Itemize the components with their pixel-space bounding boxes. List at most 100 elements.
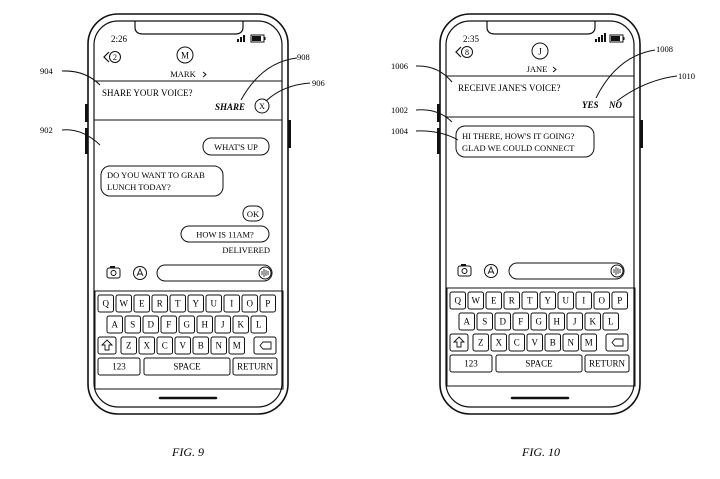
key-w[interactable]: W (115, 294, 132, 313)
key-z[interactable]: Z (120, 336, 137, 355)
key-l[interactable]: L (250, 315, 267, 334)
key-y[interactable]: Y (539, 291, 556, 310)
key-u[interactable]: U (205, 294, 222, 313)
key-r[interactable]: R (151, 294, 168, 313)
key-i[interactable]: I (223, 294, 240, 313)
shift-key[interactable] (97, 336, 117, 355)
key-a[interactable]: A (106, 315, 123, 334)
contact-name[interactable]: MARK (170, 69, 196, 79)
shift-key[interactable] (449, 333, 469, 352)
key-h[interactable]: H (196, 315, 213, 334)
space-key[interactable]: SPACE (495, 354, 583, 373)
numbers-key[interactable]: 123 (97, 357, 141, 376)
key-m[interactable]: M (580, 333, 597, 352)
key-r[interactable]: R (503, 291, 520, 310)
key-c[interactable]: C (508, 333, 525, 352)
key-s[interactable]: S (476, 312, 493, 331)
key-u[interactable]: U (557, 291, 574, 310)
key-label: P (617, 296, 622, 306)
key-label: P (265, 299, 270, 309)
key-i[interactable]: I (575, 291, 592, 310)
key-v[interactable]: V (174, 336, 191, 355)
key-e[interactable]: E (133, 294, 150, 313)
status-time: 2:26 (111, 34, 128, 44)
key-c[interactable]: C (156, 336, 173, 355)
key-j[interactable]: J (214, 315, 231, 334)
key-t[interactable]: T (169, 294, 186, 313)
app-store-icon[interactable] (484, 264, 498, 278)
key-label: R (509, 296, 515, 306)
key-f[interactable]: F (512, 312, 529, 331)
no-button[interactable]: NO (608, 100, 622, 110)
key-label: E (139, 299, 145, 309)
key-g[interactable]: G (530, 312, 547, 331)
avatar[interactable] (176, 46, 194, 64)
voice-input-icon[interactable] (610, 264, 624, 278)
camera-icon[interactable] (457, 264, 472, 277)
close-button[interactable] (254, 98, 270, 114)
key-m[interactable]: M (228, 336, 245, 355)
key-y[interactable]: Y (187, 294, 204, 313)
key-q[interactable]: Q (449, 291, 466, 310)
battery-icon (250, 34, 266, 43)
key-e[interactable]: E (485, 291, 502, 310)
key-q[interactable]: Q (97, 294, 114, 313)
key-s[interactable]: S (124, 315, 141, 334)
contact-name[interactable]: JANE (527, 64, 548, 74)
key-label: I (582, 296, 585, 306)
key-x[interactable]: X (138, 336, 155, 355)
key-n[interactable]: N (562, 333, 579, 352)
key-l[interactable]: L (602, 312, 619, 331)
key-label: O (599, 296, 606, 306)
avatar[interactable] (531, 42, 549, 60)
key-p[interactable]: P (611, 291, 628, 310)
backspace-key[interactable] (253, 336, 277, 355)
key-d[interactable]: D (142, 315, 159, 334)
key-label: U (211, 299, 218, 309)
key-g[interactable]: G (178, 315, 195, 334)
numbers-key[interactable]: 123 (449, 354, 493, 373)
back-button[interactable]: 2 (103, 51, 121, 63)
key-w[interactable]: W (467, 291, 484, 310)
return-key[interactable]: RETURN (584, 354, 630, 373)
key-h[interactable]: H (548, 312, 565, 331)
app-store-icon[interactable] (133, 266, 147, 280)
key-d[interactable]: D (494, 312, 511, 331)
key-label: N (216, 341, 223, 351)
key-label: Z (126, 341, 132, 351)
yes-button[interactable]: YES (582, 100, 599, 110)
backspace-key[interactable] (605, 333, 629, 352)
key-z[interactable]: Z (472, 333, 489, 352)
key-v[interactable]: V (526, 333, 543, 352)
voice-input-icon[interactable] (258, 266, 272, 280)
reference-numeral: 1008 (656, 44, 673, 54)
camera-icon[interactable] (106, 266, 121, 279)
message-input[interactable] (156, 264, 273, 282)
volume-button (437, 128, 440, 154)
key-t[interactable]: T (521, 291, 538, 310)
key-k[interactable]: K (584, 312, 601, 331)
figure-caption: FIG. 10 (521, 445, 560, 459)
key-j[interactable]: J (566, 312, 583, 331)
key-p[interactable]: P (259, 294, 276, 313)
key-k[interactable]: K (232, 315, 249, 334)
return-key[interactable]: RETURN (232, 357, 278, 376)
reference-numeral: 1006 (391, 61, 408, 71)
space-key[interactable]: SPACE (143, 357, 231, 376)
key-n[interactable]: N (210, 336, 227, 355)
key-label: D (148, 320, 155, 330)
key-f[interactable]: F (160, 315, 177, 334)
key-label: Q (103, 299, 110, 309)
key-b[interactable]: B (192, 336, 209, 355)
reference-numeral: 902 (40, 125, 53, 135)
message-input[interactable] (508, 262, 625, 280)
key-x[interactable]: X (490, 333, 507, 352)
key-label: M (233, 341, 241, 351)
key-a[interactable]: A (458, 312, 475, 331)
key-b[interactable]: B (544, 333, 561, 352)
key-o[interactable]: O (593, 291, 610, 310)
back-button[interactable]: 8 (455, 46, 473, 58)
key-o[interactable]: O (241, 294, 258, 313)
share-button[interactable]: SHARE (215, 102, 245, 112)
